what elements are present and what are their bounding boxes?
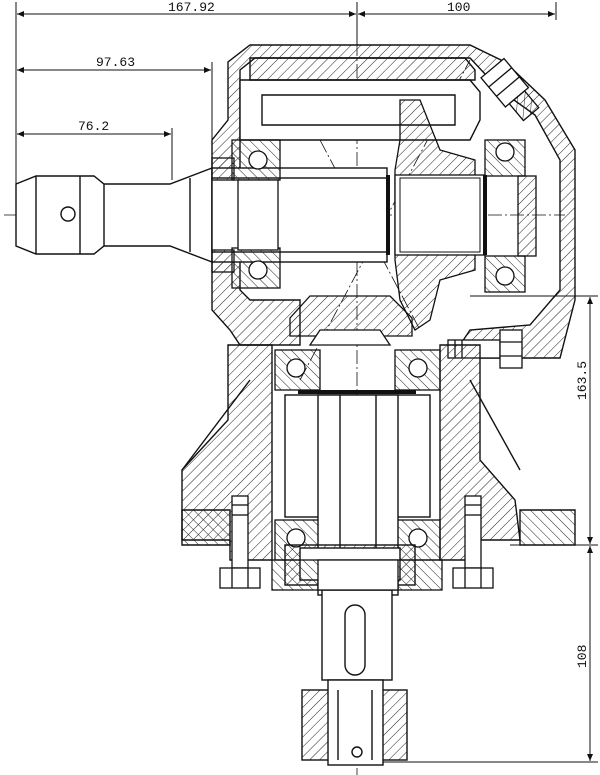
bottom-flange <box>271 559 443 591</box>
pinion-gear <box>289 295 413 346</box>
hold-down-bolt-left <box>219 495 261 589</box>
pin-hole-icon <box>60 206 76 222</box>
dim-overall-width: 167.92 <box>168 0 215 15</box>
lower-housing <box>181 344 576 561</box>
dim-shaft-stub: 76.2 <box>78 119 109 134</box>
breather-plug <box>480 57 540 122</box>
hold-down-bolt-right <box>452 495 494 589</box>
dim-shaft-length: 97.63 <box>96 55 135 70</box>
input-shaft <box>15 166 388 264</box>
input-bearing-right <box>484 139 537 293</box>
input-bearing-left <box>211 139 281 289</box>
dim-vertical-low: 108 <box>575 645 590 668</box>
upper-bevel-gear <box>386 99 487 331</box>
dim-vertical-mid: 163.5 <box>575 361 590 400</box>
pin-hole-icon <box>351 746 363 758</box>
dimension-lines <box>15 2 598 763</box>
dim-right-width: 100 <box>447 0 470 15</box>
